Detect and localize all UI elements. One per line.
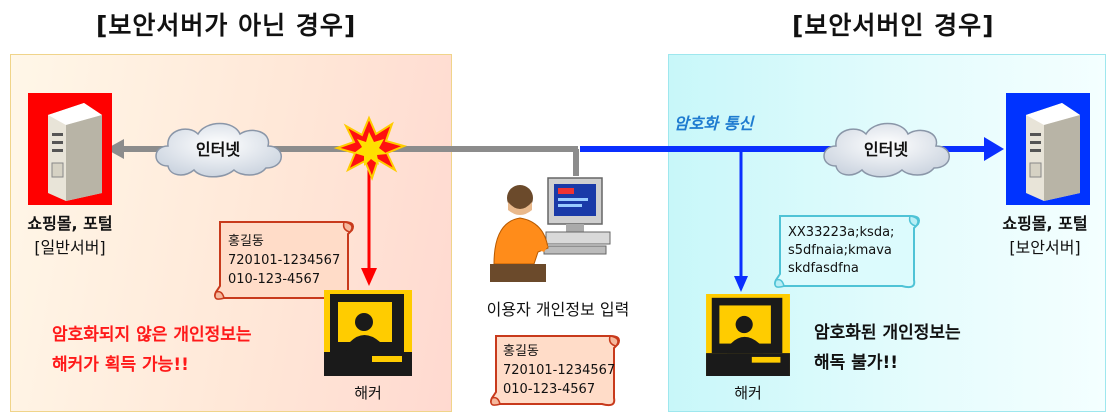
warning-line2: 해커가 획득 가능!! bbox=[52, 355, 189, 375]
hacker-label-left: 해커 bbox=[354, 384, 382, 402]
general-server-label-line2: [일반서버] bbox=[34, 238, 106, 257]
gray-arrow-head bbox=[106, 139, 124, 159]
encrypted-result-text: 암호화된 개인정보는 해독 불가!! bbox=[814, 318, 1044, 378]
secure-server-label: 쇼핑몰, 포털 [보안서버] bbox=[982, 212, 1108, 260]
warning-line1: 암호화되지 않은 개인정보는 bbox=[52, 325, 252, 345]
hacker-icon-right bbox=[706, 294, 790, 376]
internet-cloud-left bbox=[155, 122, 282, 178]
hacker-icon-left bbox=[324, 290, 412, 376]
scroll-note-right bbox=[774, 215, 920, 289]
secure-server-label-line1: 쇼핑몰, 포털 bbox=[1002, 214, 1088, 233]
note-left-line: 720101-1234567 bbox=[228, 253, 341, 268]
scroll-note-left-text: 홍길동 720101-1234567 010-123-4567 bbox=[228, 232, 340, 289]
note-right-line: XX33223a;ksda; bbox=[788, 225, 895, 240]
note-left-line: 홍길동 bbox=[228, 234, 264, 249]
explosion-core bbox=[354, 132, 387, 166]
internet-label-right: 인터넷 bbox=[863, 140, 909, 159]
general-server-label: 쇼핑몰, 포털 [일반서버] bbox=[6, 212, 134, 260]
note-left-line: 010-123-4567 bbox=[228, 272, 321, 287]
user-computer-icon bbox=[490, 177, 611, 282]
secure-server-icon bbox=[1006, 93, 1090, 205]
result-line1: 암호화된 개인정보는 bbox=[814, 323, 961, 343]
user-input-label: 이용자 개인정보 입력 bbox=[486, 300, 630, 319]
general-server-icon bbox=[28, 93, 112, 205]
blue-down-arrow-head bbox=[734, 276, 748, 292]
result-line2: 해독 불가!! bbox=[814, 353, 898, 373]
unencrypted-warning: 암호화되지 않은 개인정보는 해커가 획득 가능!! bbox=[52, 320, 322, 380]
note-right-line: s5dfnaia;kmava bbox=[788, 243, 892, 258]
heading-not-secure: [보안서버가 아닌 경우] bbox=[96, 11, 357, 40]
encrypted-comm-label: 암호화 통신 bbox=[674, 114, 754, 133]
scroll-note-center-text: 홍길동 720101-1234567 010-123-4567 bbox=[503, 342, 615, 399]
secure-server-label-line2: [보안서버] bbox=[1009, 238, 1081, 257]
heading-secure: [보안서버인 경우] bbox=[792, 11, 995, 40]
note-center-line: 홍길동 bbox=[503, 344, 539, 359]
internet-cloud-right bbox=[823, 122, 950, 178]
scroll-note-right-text: XX33223a;ksda; s5dfnaia;kmava skdfasdfna bbox=[788, 224, 894, 278]
note-center-line: 010-123-4567 bbox=[503, 382, 596, 397]
scroll-note-left bbox=[214, 221, 354, 301]
red-down-arrow-head bbox=[361, 268, 377, 286]
note-right-line: skdfasdfna bbox=[788, 261, 859, 276]
note-center-line: 720101-1234567 bbox=[503, 363, 616, 378]
hacker-label-right: 해커 bbox=[734, 384, 762, 402]
internet-label-left: 인터넷 bbox=[195, 140, 241, 159]
blue-arrow-head bbox=[984, 137, 1004, 161]
scroll-note-center bbox=[490, 335, 620, 407]
general-server-label-line1: 쇼핑몰, 포털 bbox=[27, 214, 113, 233]
